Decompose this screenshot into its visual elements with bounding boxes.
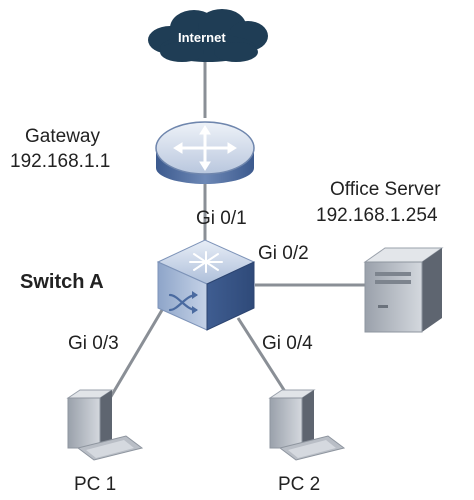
office-server-ip: 192.168.1.254 bbox=[316, 205, 438, 226]
office-server-icon bbox=[363, 247, 444, 333]
pc1-icon bbox=[66, 389, 144, 461]
switch-a-icon bbox=[156, 239, 256, 331]
network-links bbox=[98, 60, 365, 416]
internet-label: Internet bbox=[178, 30, 226, 45]
pc2-icon bbox=[268, 389, 346, 461]
port-gi-0-3-label: Gi 0/3 bbox=[68, 333, 119, 354]
port-gi-0-2-label: Gi 0/2 bbox=[258, 243, 309, 264]
port-gi-0-1-label: Gi 0/1 bbox=[196, 208, 247, 229]
pc2-label: PC 2 bbox=[278, 474, 321, 495]
internet-cloud-icon bbox=[148, 9, 268, 62]
pc1-label: PC 1 bbox=[74, 474, 117, 495]
port-gi-0-4-label: Gi 0/4 bbox=[262, 333, 313, 354]
office-server-name: Office Server bbox=[330, 179, 441, 200]
gateway-router-icon bbox=[155, 121, 255, 184]
gateway-ip: 192.168.1.1 bbox=[10, 151, 111, 172]
gateway-name: Gateway bbox=[25, 126, 100, 147]
switch-a-label: Switch A bbox=[20, 271, 104, 293]
